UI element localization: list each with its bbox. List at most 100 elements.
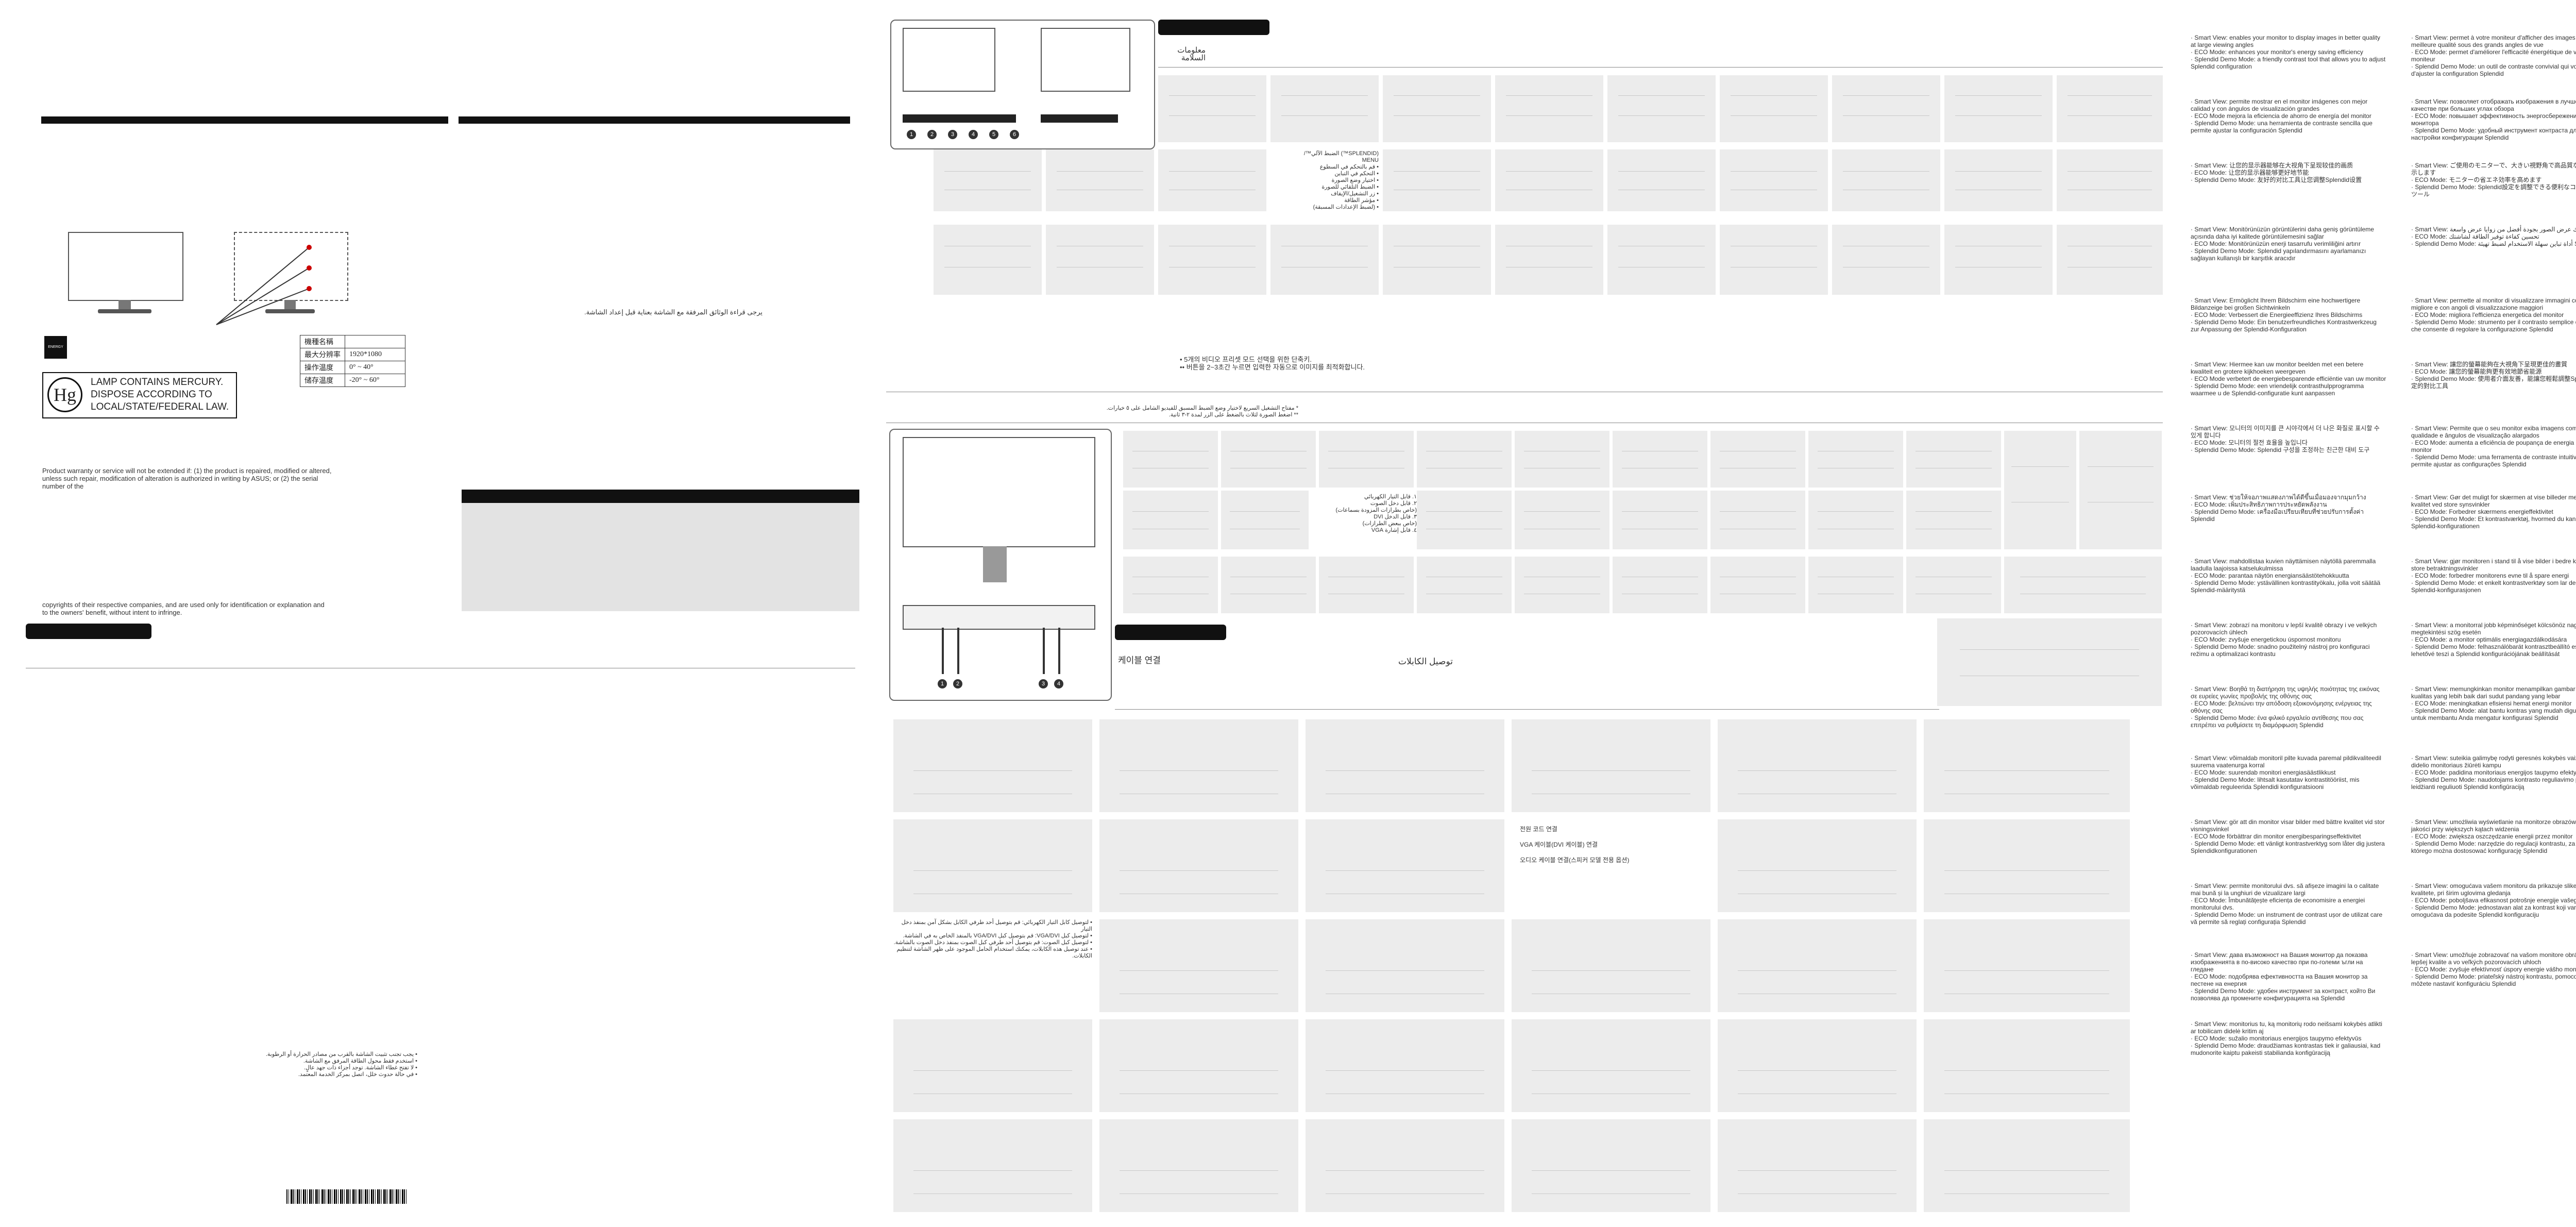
grid-cell (1099, 819, 1298, 912)
grid-cell (1906, 491, 2001, 549)
grid-cell (1270, 75, 1379, 142)
hg-symbol: Hg (47, 377, 82, 412)
feature-block: · Smart View: Monitörünüzün görüntülerin… (2191, 226, 2374, 262)
grid-cell (1123, 557, 1218, 613)
feature-block: · Smart View: mahdollistaa kuvien näyttä… (2191, 558, 2381, 594)
grid-cell (1613, 557, 1707, 613)
feature-block: · Smart View: memungkinkan monitor menam… (2411, 685, 2576, 721)
grid-cell (1710, 491, 1805, 549)
callout-3: 3 (948, 130, 957, 139)
arabic-connect-line: • عند توصيل هذه الكابلات، يمكنك استخدام … (896, 946, 1092, 959)
arabic-reading-note: يرجى قراءة الوثائق المرفقة مع الشاشة بعن… (584, 308, 762, 316)
rear-callout-1: 1 (938, 679, 947, 688)
osd-callout: • زر التشغيل/الإيقاف (1331, 191, 1379, 197)
grid-cell (1221, 491, 1309, 549)
monitor-rear-stand (284, 300, 296, 309)
feature-block: · Smart View: suteikia galimybę rodyti g… (2411, 754, 2576, 791)
arabic-bullet: • لا تفتح غطاء الشاشة. توجد أجزاء ذات جه… (303, 1065, 417, 1071)
grid-cell (1515, 431, 1609, 488)
grid-cell (1319, 431, 1414, 488)
shaded-content-block (462, 503, 859, 611)
monitor-front-base (98, 309, 151, 313)
korean-note: • 5개의 비디오 프리셋 모드 선택을 위한 단축키. (1180, 356, 1312, 363)
spec-row: 储存温度-20° ~ 60° (300, 374, 405, 387)
grid-cell (1944, 75, 2053, 142)
grid-cell (1607, 225, 1716, 295)
grid-cell (1417, 557, 1512, 613)
feature-block: · Smart View: Permite que o seu monitor … (2411, 425, 2576, 468)
arabic-bullet: • في حالة حدوث خلل، اتصل بمركز الخدمة ال… (298, 1071, 417, 1078)
feature-block: · Smart View: permette al monitor di vis… (2411, 297, 2576, 333)
feature-block: · Smart View: permite mostrar en el moni… (2191, 98, 2372, 134)
osd-monitor-a (903, 28, 995, 92)
grid-cell (893, 719, 1092, 812)
grid-cell (1123, 491, 1218, 549)
grid-cell (1906, 431, 2001, 488)
arabic-notes: * مفتاح التشغيل السريع لاختيار وضع الضبط… (1092, 405, 1298, 418)
feature-block: · Smart View: позволяет отображать изобр… (2411, 98, 2576, 141)
grid-cell (1808, 431, 1903, 488)
grid-cell (1607, 75, 1716, 142)
monitor-rear-illustration (234, 232, 348, 301)
grid-cell (1924, 719, 2130, 812)
rear-callout-text: ٤. قابل إشارة VGA (1371, 527, 1417, 533)
grid-cell (1924, 1019, 2130, 1112)
barcode (286, 1189, 408, 1204)
section-header-bar-left (26, 624, 151, 639)
feature-block: · Smart View: monitorius tu, ką monitori… (2191, 1020, 2382, 1056)
feature-block: · Smart View: gör att din monitor visar … (2191, 818, 2385, 854)
grid-cell (1718, 719, 1917, 812)
osd-callout: (SPLENDID™) الضبط الآلي™/ (1303, 150, 1379, 157)
energy-star-text: ENERGY STAR (48, 345, 63, 372)
grid-cell (1512, 719, 1710, 812)
feature-block: · Smart View: 让您的显示器能够在大视角下呈现较佳的画质 · ECO… (2191, 162, 2362, 183)
grid-cell (1383, 225, 1491, 295)
osd-callout-list: (SPLENDID™) الضبط الآلي™/ MENU • قم بالت… (1270, 150, 1379, 211)
spec-row: 機種名稱 (300, 335, 405, 348)
spec-value: -20° ~ 60° (345, 374, 405, 387)
feature-block: · Smart View: дава възможност на Вашия м… (2191, 951, 2376, 1002)
callout-5: 5 (989, 130, 998, 139)
grid-cell (1515, 491, 1609, 549)
arabic-note: ** اضغط الصورة لثلاث بالضغط على الزر لمد… (1168, 412, 1298, 418)
grid-cell (1607, 149, 1716, 211)
grid-cell (1495, 149, 1603, 211)
feature-block: · Smart View: 讓您的螢幕能夠在大視角下呈現更佳的畫質 · ECO … (2411, 361, 2576, 390)
grid-cell (1944, 149, 2053, 211)
feature-block: · Smart View: Hiermee kan uw monitor bee… (2191, 361, 2386, 397)
cable-4 (1058, 628, 1060, 674)
feature-block: · Smart View: ช่วยให้จอภาพแสดงภาพได้ดีขึ… (2191, 494, 2366, 523)
grid-cell (893, 1019, 1092, 1112)
warranty-text: Product warranty or service will not be … (42, 467, 332, 490)
rear-callout-list: ١. قابل التيار الكهربائي ٢. قابل دخل الص… (1314, 494, 1417, 534)
grid-cell (893, 1119, 1092, 1212)
osd-callout: • (لضبط الإعدادات المسبقة) (1313, 204, 1379, 210)
page-1: ENERGY STAR Hg LAMP CONTAINS MERCURY. DI… (0, 0, 876, 1227)
grid-cell (1306, 919, 1504, 1012)
monitor-front-stand (118, 300, 131, 309)
korean-line: 오디오 케이블 연결(스피커 모델 전용 옵션) (1520, 856, 1630, 864)
rear-callout-text: (خاص ببعض الطرازات) (1362, 520, 1417, 527)
arabic-connect-line: • لتوصيل كبل الصوت: قم بتوصيل أحد طرفي ك… (893, 939, 1092, 946)
page-3: · Smart View: enables your monitor to di… (2190, 0, 2576, 1227)
callout-6: 6 (1010, 130, 1019, 139)
feature-block: · Smart View: zobrazí na monitoru v lepš… (2191, 621, 2377, 658)
grid-cell (1718, 1019, 1917, 1112)
section-header-bar-right (462, 490, 859, 503)
grid-cell (1613, 491, 1707, 549)
grid-cell (1924, 919, 2130, 1012)
spec-label: 最大分辨率 (300, 348, 345, 361)
arabic-connect-line: • لتوصيل كبل VGA/DVI: قم بتوصيل كبل VGA/… (903, 933, 1092, 939)
grid-cell (1099, 719, 1298, 812)
rear-callout-4: 4 (1054, 679, 1063, 688)
osd-callout: • اختيار وضع الصورة (1331, 177, 1379, 183)
grid-cell (1046, 225, 1154, 295)
monitor-front-illustration (68, 232, 183, 301)
energy-star-logo: ENERGY STAR (44, 336, 67, 372)
grid-cell (1512, 1119, 1710, 1212)
cable-2 (957, 628, 959, 674)
feature-block: · Smart View: permet à votre moniteur d'… (2411, 34, 2576, 77)
grid-cell (1383, 149, 1491, 211)
